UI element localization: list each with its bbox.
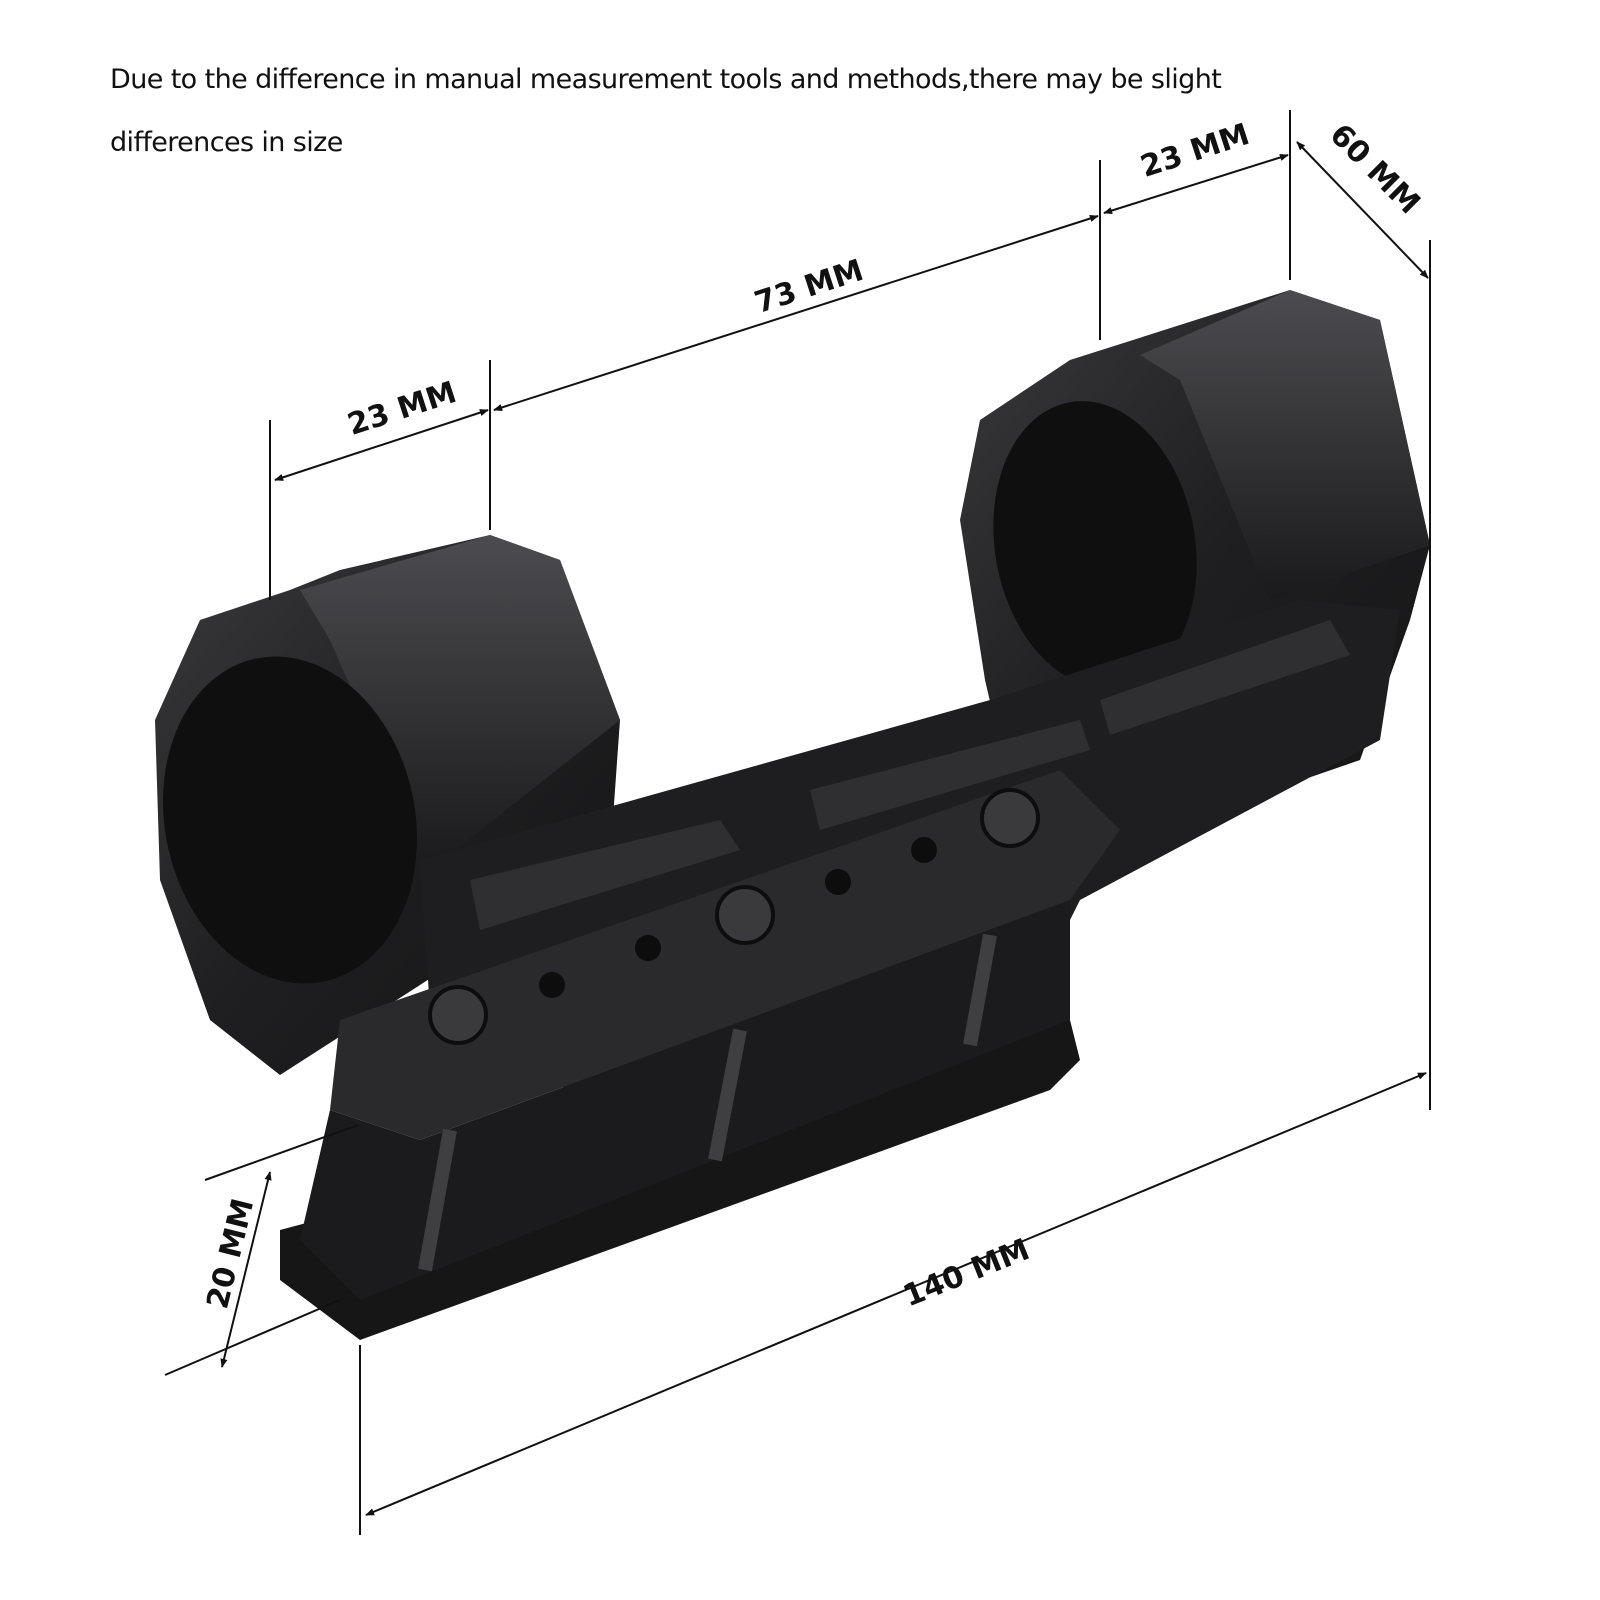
label-ring-spacing: 73 MM [750,253,867,321]
mount-slot-3 [1100,620,1350,735]
mount-slot-1 [470,820,740,930]
notice-line-1: Due to the difference in manual measurem… [110,64,1222,95]
threaded-rod-3 [963,933,997,1047]
label-ring-width-right: 23 MM [1136,117,1253,185]
dim-line-ring-width-right [1103,154,1289,214]
dim-line-base-height [220,1171,272,1368]
right-ring-bore [993,401,1197,689]
right-ring-cap [1140,290,1430,600]
dim-line-ring-width-left [274,409,489,481]
left-ring-bore [163,656,417,984]
left-ring-cap [300,535,620,870]
hole-2 [635,935,661,961]
screw-1 [428,985,488,1045]
dim-line-ring-spacing [493,215,1099,411]
dim-line-height [1296,141,1429,279]
hole-3 [825,869,851,895]
notice-line-2: differences in size [110,127,343,158]
label-base-height: 20 MM [200,1195,261,1312]
scope-mount-picture [155,290,1430,1340]
dim-line-total-length [365,1072,1427,1516]
hole-4 [911,837,937,863]
hole-1 [539,972,565,998]
label-ring-width-left: 23 MM [343,375,460,443]
label-height: 60 MM [1323,117,1427,221]
screw-3 [980,788,1040,848]
screw-2 [715,885,775,945]
label-total-length: 140 MM [898,1232,1034,1314]
size-notice: Due to the difference in manual measurem… [110,64,1310,158]
mount-slot-2 [810,720,1090,830]
